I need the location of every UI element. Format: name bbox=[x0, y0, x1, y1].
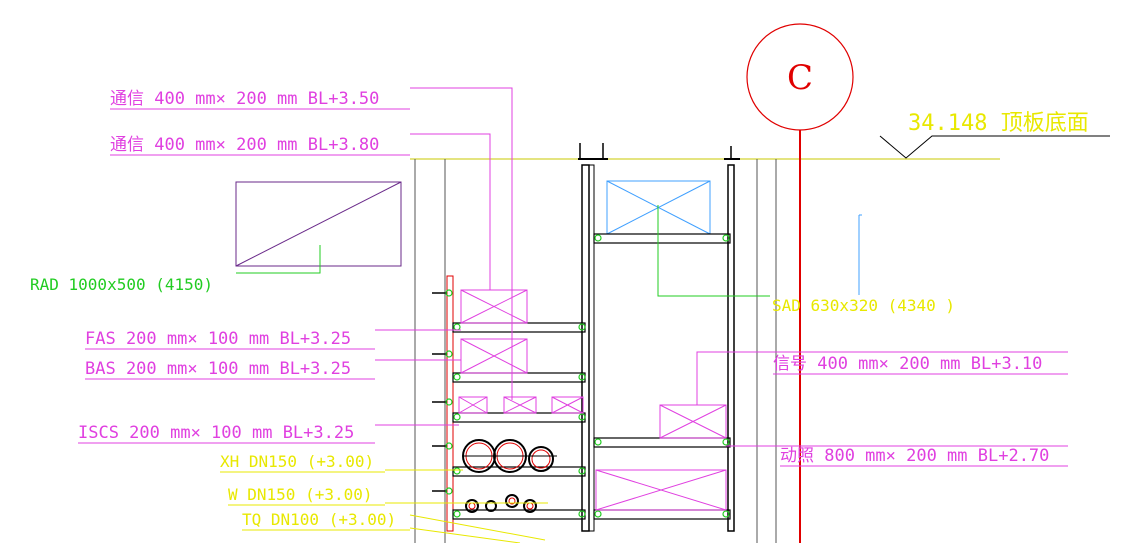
anchor-bolts bbox=[432, 292, 447, 492]
sad-duct-label: SAD 630x320 (4340 ) bbox=[772, 296, 955, 315]
leader-lines bbox=[236, 87, 1068, 543]
comm-duct-label-380: 通信 400 mm× 200 mm BL+3.80 bbox=[110, 135, 379, 155]
w-pipe-label: W DN150 (+3.00) bbox=[228, 485, 373, 504]
fas-label: FAS 200 mm× 100 mm BL+3.25 bbox=[85, 329, 351, 349]
tray-tier bbox=[452, 412, 586, 423]
tray-tier bbox=[593, 233, 731, 244]
left-hanger-rod bbox=[446, 275, 454, 532]
right-hanger-rod bbox=[727, 164, 735, 532]
bas-label: BAS 200 mm× 100 mm BL+3.25 bbox=[85, 359, 351, 379]
label-underlines bbox=[78, 108, 1068, 531]
tray-tier bbox=[452, 322, 586, 333]
elevation-triangle bbox=[879, 135, 1110, 159]
rad-duct-diagonal bbox=[235, 181, 402, 267]
comm-duct-label-350: 通信 400 mm× 200 mm BL+3.50 bbox=[110, 89, 379, 109]
rad-duct bbox=[235, 181, 402, 267]
power-lighting-label: 动照 800 mm× 200 mm BL+2.70 bbox=[780, 446, 1049, 466]
xh-pipe-label: XH DN150 (+3.00) bbox=[220, 452, 374, 471]
signal-duct-label: 信号 400 mm× 200 mm BL+3.10 bbox=[773, 354, 1042, 374]
rad-duct-label: RAD 1000x500 (4150) bbox=[30, 275, 213, 294]
tray-tier bbox=[593, 509, 731, 520]
pipes-small bbox=[465, 494, 537, 513]
pipes-large bbox=[462, 439, 557, 473]
tray-tier bbox=[452, 372, 586, 383]
cable-trays bbox=[458, 289, 727, 511]
tier-end-caps bbox=[445, 234, 730, 518]
tray-tier bbox=[593, 437, 731, 448]
center-hanger-rod-inner bbox=[588, 164, 595, 532]
iscs-label: ISCS 200 mm× 100 mm BL+3.25 bbox=[78, 423, 354, 443]
grid-axis-label: C bbox=[787, 58, 813, 98]
elevation-label: 34.148 顶板底面 bbox=[908, 111, 1089, 136]
tq-pipe-label: TQ DN100 (+3.00) bbox=[242, 510, 396, 529]
